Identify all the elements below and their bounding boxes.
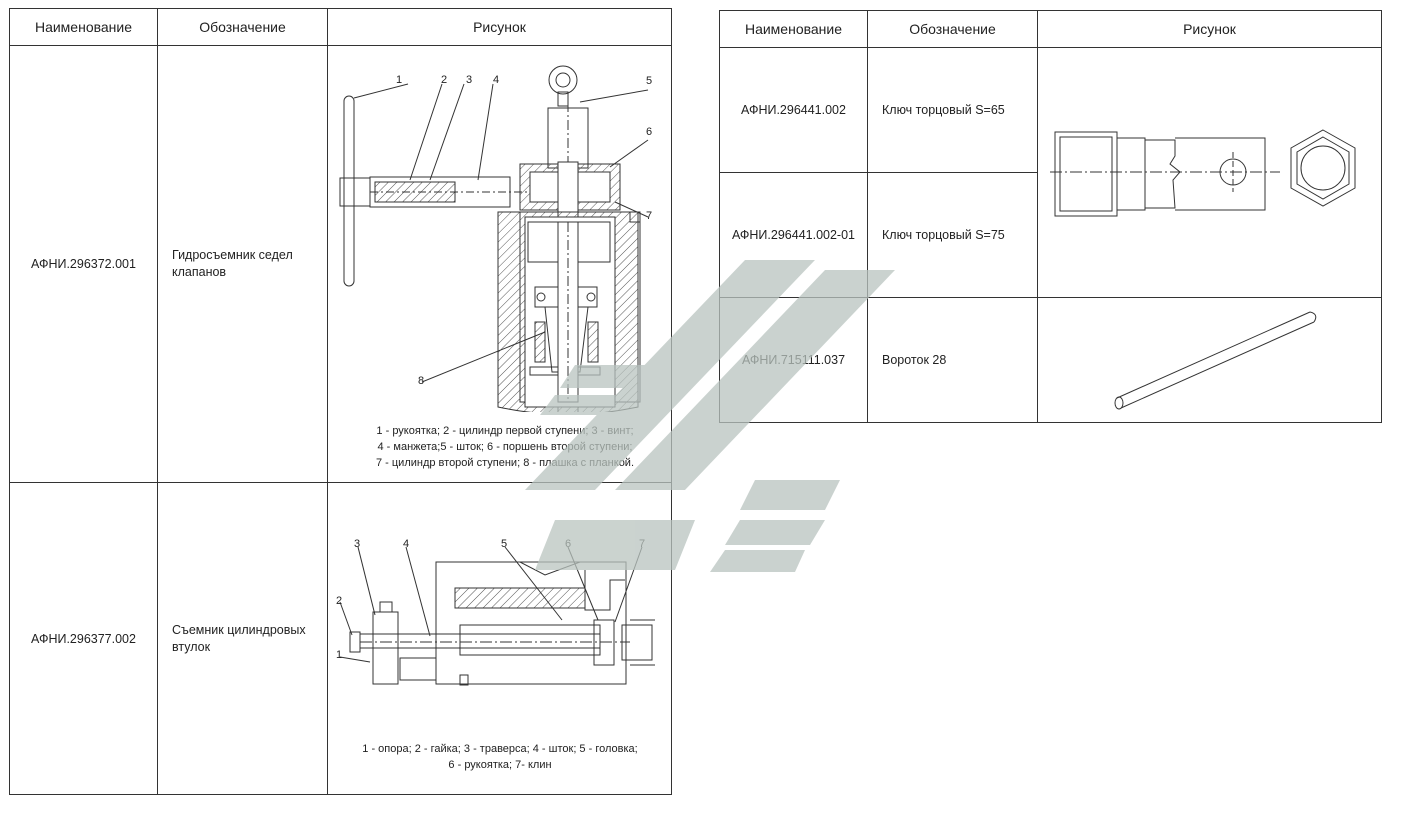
row1-caption: 1 - рукоятка; 2 - цилиндр первой ступени… [340,423,670,471]
row1-designation: АФНИ.296372.001 [31,257,136,271]
row2-caption: 1 - опора; 2 - гайка; 3 - траверса; 4 - … [335,741,665,773]
hydraulic-puller-drawing [330,62,670,412]
row2-caption-line1: 1 - опора; 2 - гайка; 3 - траверса; 4 - … [362,743,638,755]
left-table: Наименование Обозначение Рисунок АФНИ.29… [9,8,672,795]
callout-1-5: 5 [646,75,653,87]
r-header-figure: Рисунок [1183,21,1236,37]
callout-1-8: 8 [418,375,425,387]
r-header-name: Наименование [744,21,843,37]
tommy-bar-drawing [1105,308,1325,413]
header-designation: Обозначение [199,19,286,35]
socket-wrench-drawing [1045,129,1356,225]
row1-name: Гидросъемник седел клапанов [172,248,293,279]
callout-2-1: 1 [336,649,343,661]
callout-2-5: 5 [501,538,508,550]
row1-caption-line2: 4 - манжета;5 - шток; 6 - поршень второй… [377,441,633,453]
callout-2-7: 7 [639,538,646,550]
callout-2-4: 4 [403,538,410,550]
r-row3-name: Вороток 28 [882,352,947,367]
callout-2-3: 3 [354,538,361,550]
callout-1-7: 7 [646,210,653,222]
header-name: Наименование [34,19,133,35]
callout-1-1: 1 [396,74,403,86]
row2-name: Съемник цилиндровых втулок [172,622,306,654]
row2-designation: АФНИ.296377.002 [31,631,136,646]
callout-2-6: 6 [565,538,572,550]
header-figure: Рисунок [473,19,526,35]
liner-puller-drawing [330,540,665,690]
r-row2-designation: АФНИ.296441.002-01 [731,228,856,242]
row1-caption-line3: 7 - цилиндр второй ступени; 8 - плашка с… [375,457,635,469]
callout-1-4: 4 [493,74,500,86]
callout-1-2: 2 [441,74,448,86]
r-row2-name: Ключ торцовый S=75 [882,227,1005,242]
r-row1-name: Ключ торцовый S=65 [882,102,1005,117]
callout-2-2: 2 [336,595,343,607]
callout-1-6: 6 [646,126,653,138]
r-row3-designation: АФНИ.715111.037 [741,353,846,367]
callout-1-3: 3 [466,74,473,86]
row1-caption-line1: 1 - рукоятка; 2 - цилиндр первой ступени… [376,425,634,437]
r-header-designation: Обозначение [909,21,996,37]
row2-caption-line2: 6 - рукоятка; 7- клин [448,759,552,771]
r-row1-designation: АФНИ.296441.002 [741,103,846,117]
